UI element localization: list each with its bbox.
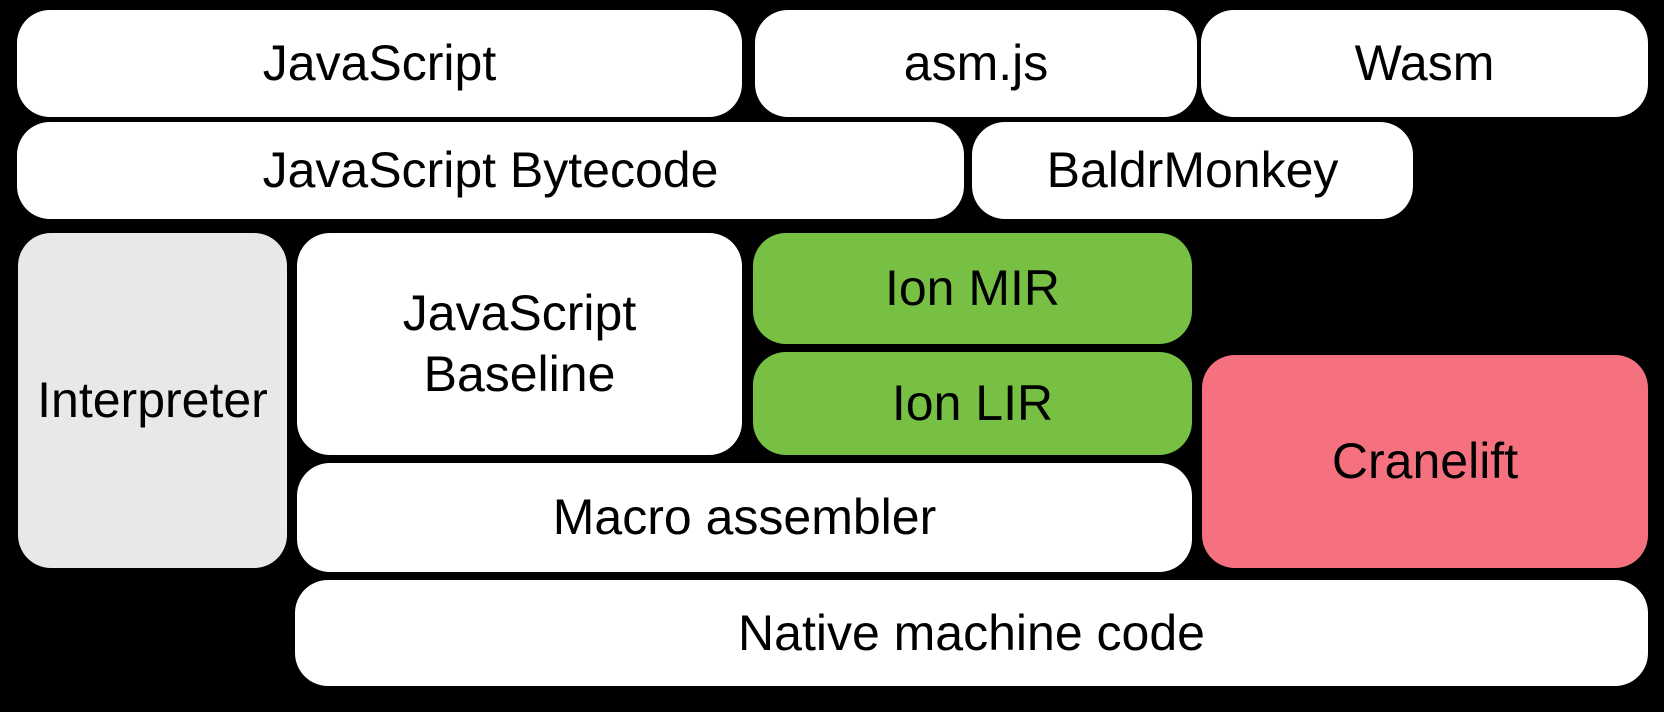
node-ion-lir: Ion LIR: [753, 352, 1192, 455]
node-native-machine-code-label: Native machine code: [738, 604, 1205, 661]
node-ion-mir: Ion MIR: [753, 233, 1192, 344]
node-javascript: JavaScript: [17, 10, 742, 117]
node-wasm-label: Wasm: [1354, 35, 1495, 91]
node-native-machine-code: Native machine code: [295, 580, 1648, 686]
node-cranelift-label: Cranelift: [1331, 433, 1519, 489]
node-javascript-baseline: JavaScript Baseline: [297, 233, 742, 455]
node-macro-assembler-label: Macro assembler: [552, 489, 937, 545]
node-baldrmonkey: BaldrMonkey: [972, 122, 1413, 219]
node-interpreter: Interpreter: [18, 233, 287, 568]
node-asmjs: asm.js: [755, 10, 1197, 117]
node-ion-lir-label: Ion LIR: [891, 375, 1054, 431]
node-javascript-bytecode: JavaScript Bytecode: [17, 122, 964, 219]
node-baldrmonkey-label: BaldrMonkey: [1046, 142, 1339, 198]
node-javascript-bytecode-label: JavaScript Bytecode: [262, 142, 719, 198]
node-interpreter-label: Interpreter: [37, 372, 268, 428]
node-ion-mir-label: Ion MIR: [884, 260, 1061, 316]
node-cranelift: Cranelift: [1202, 355, 1648, 568]
node-asmjs-label: asm.js: [903, 35, 1049, 91]
node-macro-assembler: Macro assembler: [297, 463, 1192, 572]
node-javascript-baseline-label: JavaScript Baseline: [402, 285, 637, 402]
node-javascript-label: JavaScript: [262, 35, 497, 91]
node-wasm: Wasm: [1201, 10, 1648, 117]
